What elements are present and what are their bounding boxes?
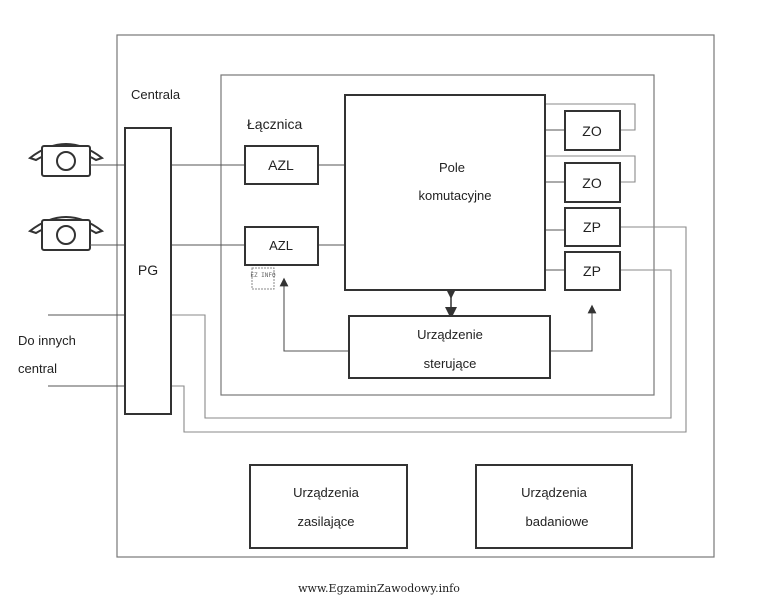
zo-loop — [545, 103, 636, 131]
telephone-icon — [27, 216, 105, 251]
central-label: Centrala — [131, 87, 181, 102]
telephone-icon — [27, 143, 105, 177]
azl-block — [244, 145, 319, 185]
power-label-line2: zasilające — [297, 514, 354, 529]
zo-loop — [545, 155, 636, 183]
central-frame — [116, 34, 715, 558]
zo-block — [564, 110, 621, 151]
control-arrow — [279, 277, 349, 352]
test-label-line2: badaniowe — [526, 514, 589, 529]
zo-label: ZO — [582, 175, 602, 191]
zp-block — [564, 207, 621, 247]
switch-frame — [220, 74, 655, 396]
control-label-line2: sterujące — [424, 356, 477, 371]
power-supply-block — [249, 464, 408, 549]
other-centrals-line2: central — [18, 361, 57, 376]
control-arrow — [550, 304, 597, 352]
pg-label: PG — [138, 262, 158, 278]
switch-label: Łącznica — [247, 116, 302, 132]
pg-block — [124, 127, 172, 415]
azl-block — [244, 226, 319, 266]
azl-label: AZL — [268, 157, 294, 173]
switching-field-block — [344, 94, 546, 291]
zp-label: ZP — [583, 219, 601, 235]
zp-block — [564, 251, 621, 291]
control-unit-block — [348, 315, 551, 379]
field-label-line1: Pole — [439, 160, 465, 175]
footer-url: www.EgzaminZawodowy.info — [298, 582, 460, 595]
trunk-wire — [171, 269, 672, 419]
logo-stamp: EZ INFO — [250, 267, 276, 290]
test-label-line1: Urządzenia — [521, 485, 588, 500]
zo-label: ZO — [582, 123, 602, 139]
power-label-line1: Urządzenia — [293, 485, 360, 500]
field-label-line2: komutacyjne — [419, 188, 492, 203]
azl-label: AZL — [269, 238, 293, 253]
test-equipment-block — [475, 464, 633, 549]
zp-label: ZP — [583, 263, 601, 279]
trunk-wire — [171, 226, 687, 433]
svg-text:EZ INFO: EZ INFO — [250, 272, 276, 279]
other-centrals-line1: Do innych — [18, 333, 76, 348]
control-label-line1: Urządzenie — [417, 327, 483, 342]
zo-block — [564, 162, 621, 203]
